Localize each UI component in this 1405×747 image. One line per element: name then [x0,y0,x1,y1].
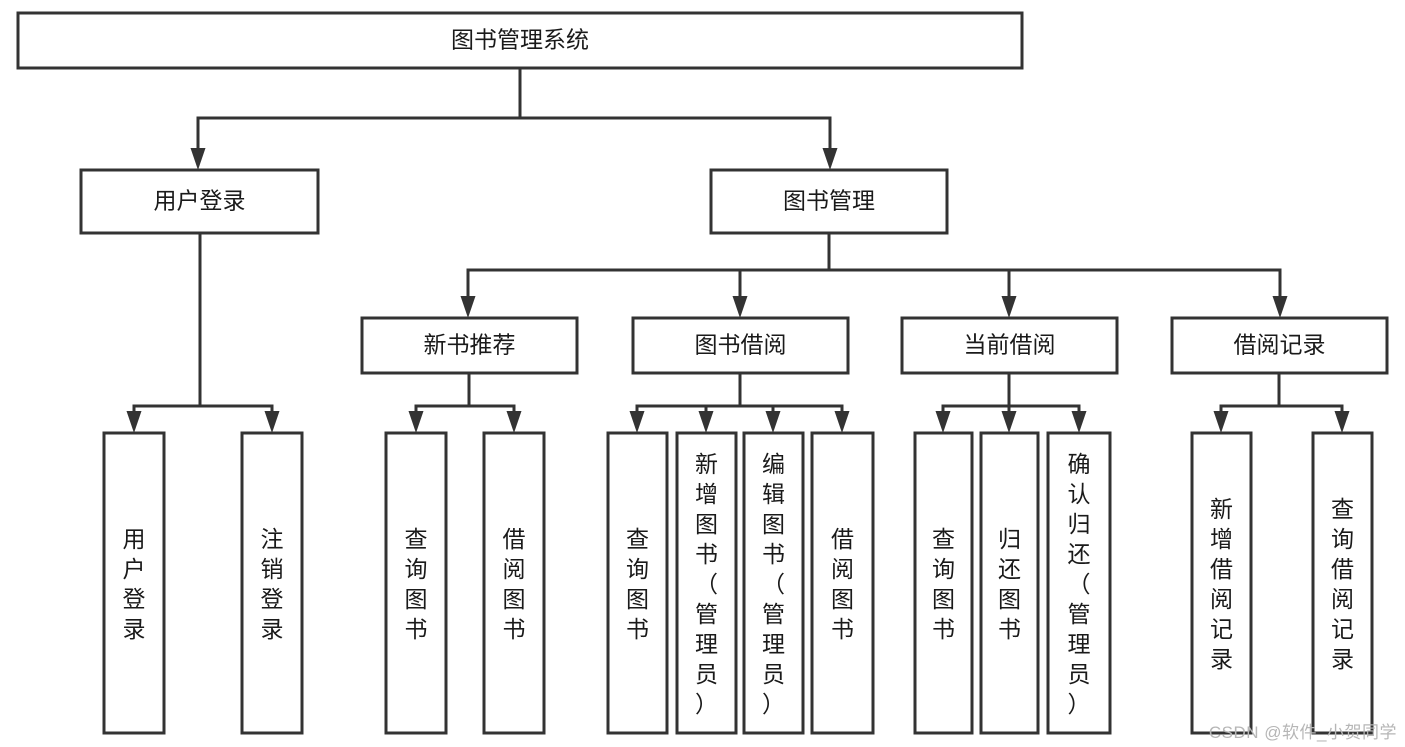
arrow-head-icon [629,411,645,433]
node-leaf-9-box[interactable] [979,431,1040,735]
node-leaf-4-label: 查询图书 [626,526,649,642]
node-leaf-3-label: 借阅图书 [503,526,526,642]
node-leaf-11-box[interactable] [1190,431,1253,735]
node-leaf-9[interactable]: 归还图书 [979,431,1040,735]
node-leaf-5-box[interactable] [675,431,738,735]
arrow-head-icon [264,411,280,433]
node-level2-0[interactable]: 用户登录 [79,168,320,235]
arrow-head-icon [698,411,714,433]
node-leaf-1-box[interactable] [240,431,304,735]
node-level3-2-box[interactable] [900,316,1119,375]
node-leaf-2[interactable]: 查询图书 [384,431,448,735]
node-leaf-11[interactable]: 新增借阅记录 [1190,431,1253,735]
node-root-label: 图书管理系统 [451,27,589,53]
node-level3-0-label: 新书推荐 [424,332,516,358]
node-leaf-9-label: 归还图书 [998,526,1021,642]
node-leaf-2-label: 查询图书 [405,526,428,642]
node-level3-3[interactable]: 借阅记录 [1170,316,1389,375]
node-level3-3-box[interactable] [1170,316,1389,375]
node-leaf-12-label: 查询借阅记录 [1331,496,1354,672]
node-leaf-6-box[interactable] [742,431,805,735]
node-leaf-3[interactable]: 借阅图书 [482,431,546,735]
node-level3-1-box[interactable] [631,316,850,375]
arrow-head-icon [190,148,206,170]
node-leaf-1[interactable]: 注销登录 [240,431,304,735]
node-leaf-8-box[interactable] [913,431,974,735]
watermark-label: CSDN @软件_小贺同学 [1208,723,1397,742]
node-leaf-3-box[interactable] [482,431,546,735]
node-level2-1-box[interactable] [709,168,949,235]
arrow-head-icon [1071,411,1087,433]
arrow-head-icon [408,411,424,433]
arrow-head-icon [1213,411,1229,433]
arrow-head-icon [506,411,522,433]
node-root[interactable]: 图书管理系统 [16,11,1024,70]
arrow-head-icon [834,411,850,433]
node-leaf-0-label: 用户登录 [123,526,146,642]
node-root-box[interactable] [16,11,1024,70]
node-leaf-0-box[interactable] [102,431,166,735]
node-leaf-11-label: 新增借阅记录 [1210,496,1233,672]
node-level3-0-box[interactable] [360,316,579,375]
node-leaf-12-box[interactable] [1311,431,1374,735]
node-leaf-10[interactable]: 确认归还（管理员） [1046,431,1112,735]
node-leaf-2-box[interactable] [384,431,448,735]
node-level3-2[interactable]: 当前借阅 [900,316,1119,375]
arrow-head-icon [822,148,838,170]
node-leaf-4[interactable]: 查询图书 [606,431,669,735]
arrow-head-icon [1272,296,1288,318]
node-leaf-5[interactable]: 新增图书（管理员） [675,431,738,735]
arrow-head-icon [732,296,748,318]
arrow-head-icon [935,411,951,433]
node-leaf-8[interactable]: 查询图书 [913,431,974,735]
node-level3-2-label: 当前借阅 [964,332,1056,358]
node-level3-1-label: 图书借阅 [695,332,787,358]
node-leaf-5-label: 新增图书（管理员） [695,451,718,717]
node-leaf-0[interactable]: 用户登录 [102,431,166,735]
arrow-head-icon [1334,411,1350,433]
node-level2-0-label: 用户登录 [154,188,246,214]
node-leaf-4-box[interactable] [606,431,669,735]
arrow-head-icon [765,411,781,433]
node-leaf-6-label: 编辑图书（管理员） [762,451,785,717]
node-leaf-1-label: 注销登录 [261,526,284,642]
node-level2-1[interactable]: 图书管理 [709,168,949,235]
arrow-head-icon [1001,411,1017,433]
node-leaf-10-label: 确认归还（管理员） [1068,451,1091,717]
node-level3-1[interactable]: 图书借阅 [631,316,850,375]
node-leaf-10-box[interactable] [1046,431,1112,735]
node-level2-0-box[interactable] [79,168,320,235]
node-level3-3-label: 借阅记录 [1234,332,1326,358]
node-leaf-7[interactable]: 借阅图书 [810,431,875,735]
arrow-head-icon [126,411,142,433]
connector-layer [126,66,1350,433]
arrow-head-icon [460,296,476,318]
node-leaf-7-box[interactable] [810,431,875,735]
node-level2-1-label: 图书管理 [783,188,875,214]
arrow-head-icon [1001,296,1017,318]
node-level3-0[interactable]: 新书推荐 [360,316,579,375]
node-leaf-8-label: 查询图书 [932,526,955,642]
node-leaf-12[interactable]: 查询借阅记录 [1311,431,1374,735]
node-leaf-7-label: 借阅图书 [831,526,854,642]
node-leaf-6[interactable]: 编辑图书（管理员） [742,431,805,735]
node-layer: 图书管理系统用户登录图书管理新书推荐图书借阅当前借阅借阅记录用户登录注销登录查询… [16,11,1389,735]
